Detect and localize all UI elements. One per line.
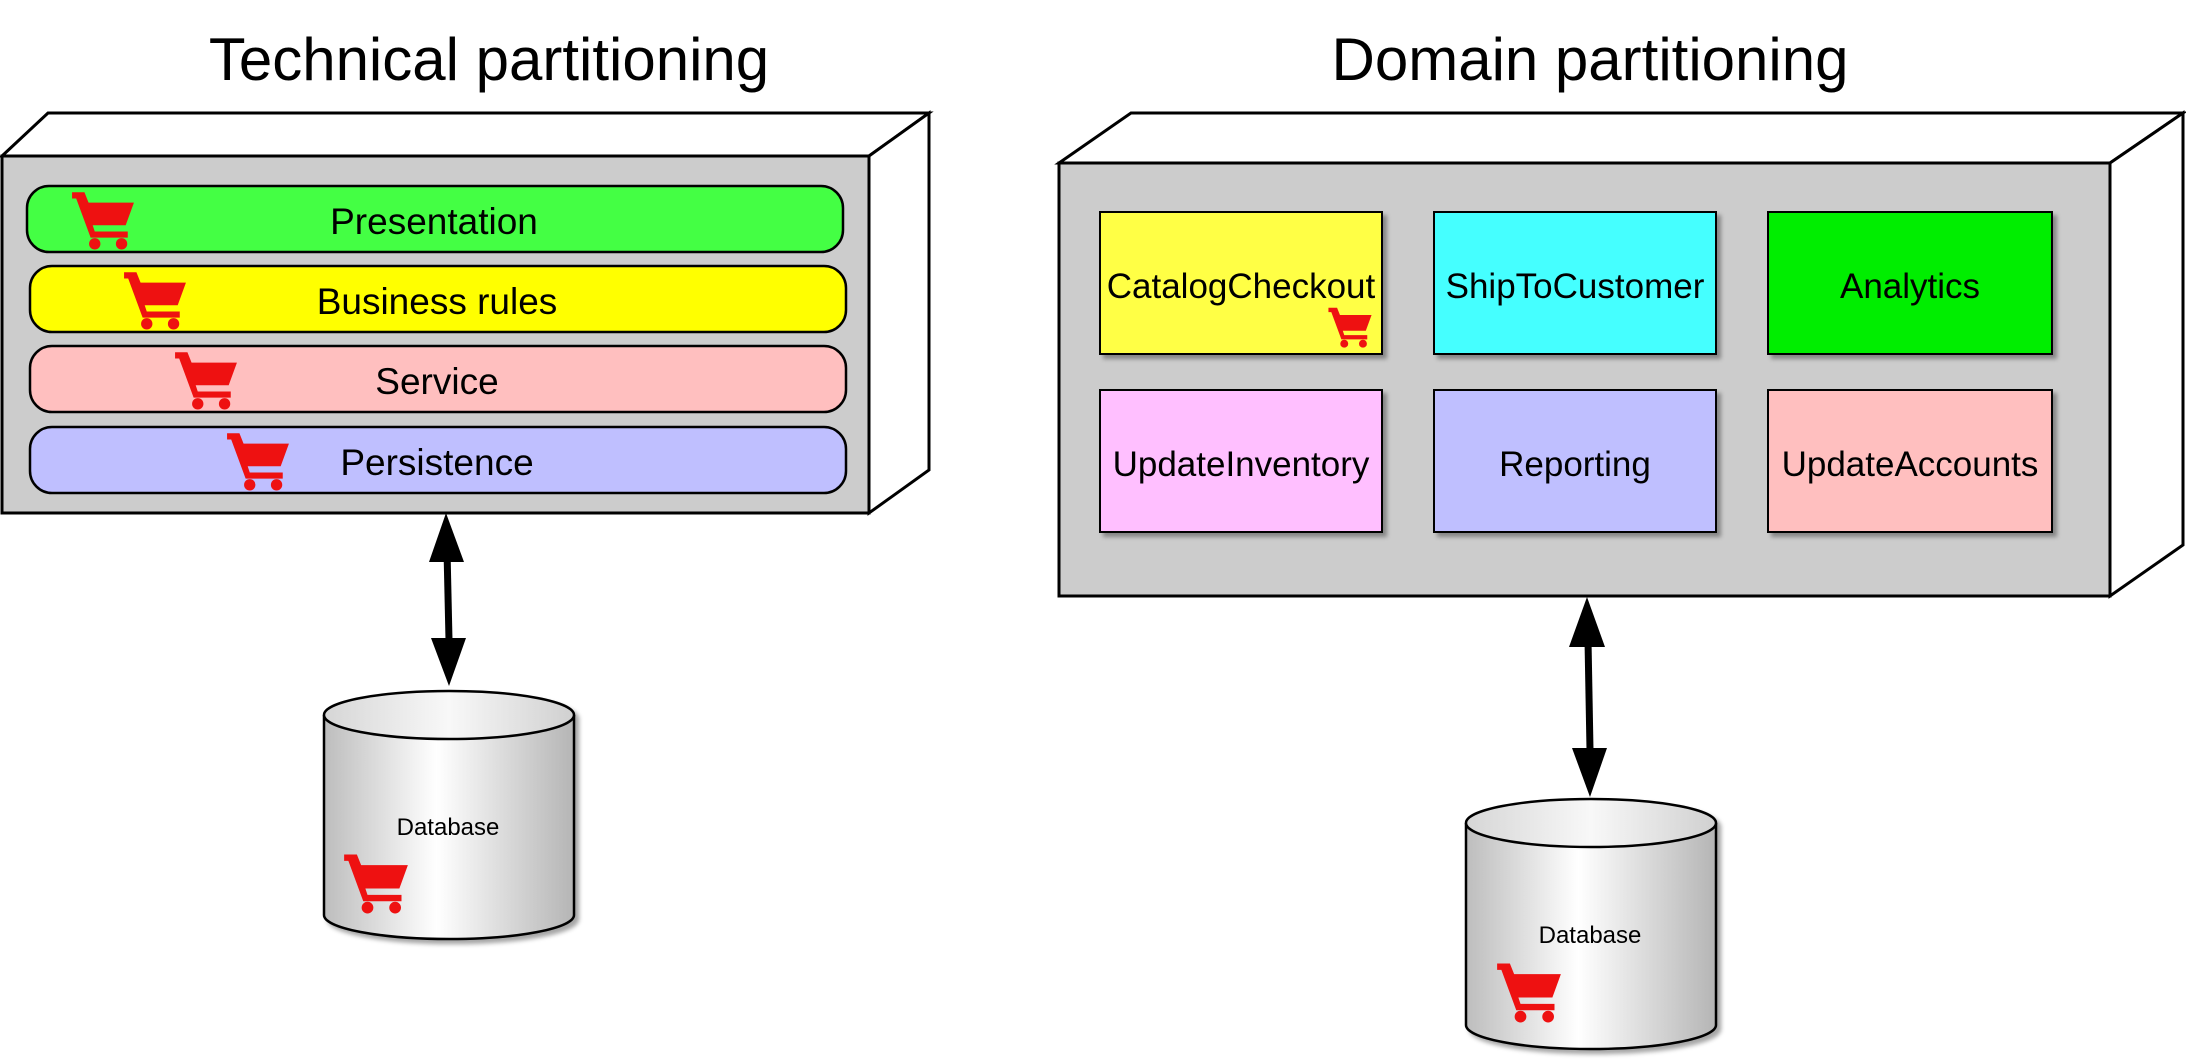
database-label: Database [1539, 922, 1642, 949]
component-reporting: Reporting [1433, 389, 1717, 533]
layer-label: Business rules [317, 281, 558, 322]
layer-service: Service [28, 344, 848, 414]
layer-presentation: Presentation [25, 184, 845, 254]
component-ship-to-customer: ShipToCustomer [1433, 211, 1717, 355]
component-label: Analytics [1840, 267, 1980, 306]
component-catalog-checkout: CatalogCheckout [1099, 211, 1383, 355]
domain-partitioning-section: Domain partitioning CatalogCheckout Ship… [1054, 26, 2186, 1051]
component-label: CatalogCheckout [1107, 267, 1376, 306]
component-label: ShipToCustomer [1446, 267, 1705, 306]
layer-label: Service [375, 361, 498, 402]
component-update-inventory: UpdateInventory [1099, 389, 1383, 533]
technical-partitioning-section: Technical partitioning Presentation Busi… [0, 26, 934, 941]
component-update-accounts: UpdateAccounts [1767, 389, 2053, 533]
component-analytics: Analytics [1767, 211, 2053, 355]
double-headed-arrow [1569, 597, 1607, 797]
component-label: UpdateInventory [1113, 445, 1370, 484]
layer-business-rules: Business rules [28, 264, 848, 334]
layer-persistence: Persistence [28, 425, 848, 495]
component-label: Reporting [1499, 445, 1651, 484]
layer-label: Persistence [340, 442, 533, 483]
layer-label: Presentation [330, 201, 538, 242]
domain-partitioning-title: Domain partitioning [1332, 26, 1849, 93]
component-label: UpdateAccounts [1782, 445, 2039, 484]
database-label: Database [397, 814, 500, 841]
double-headed-arrow [429, 513, 466, 686]
technical-partitioning-title: Technical partitioning [209, 26, 769, 93]
